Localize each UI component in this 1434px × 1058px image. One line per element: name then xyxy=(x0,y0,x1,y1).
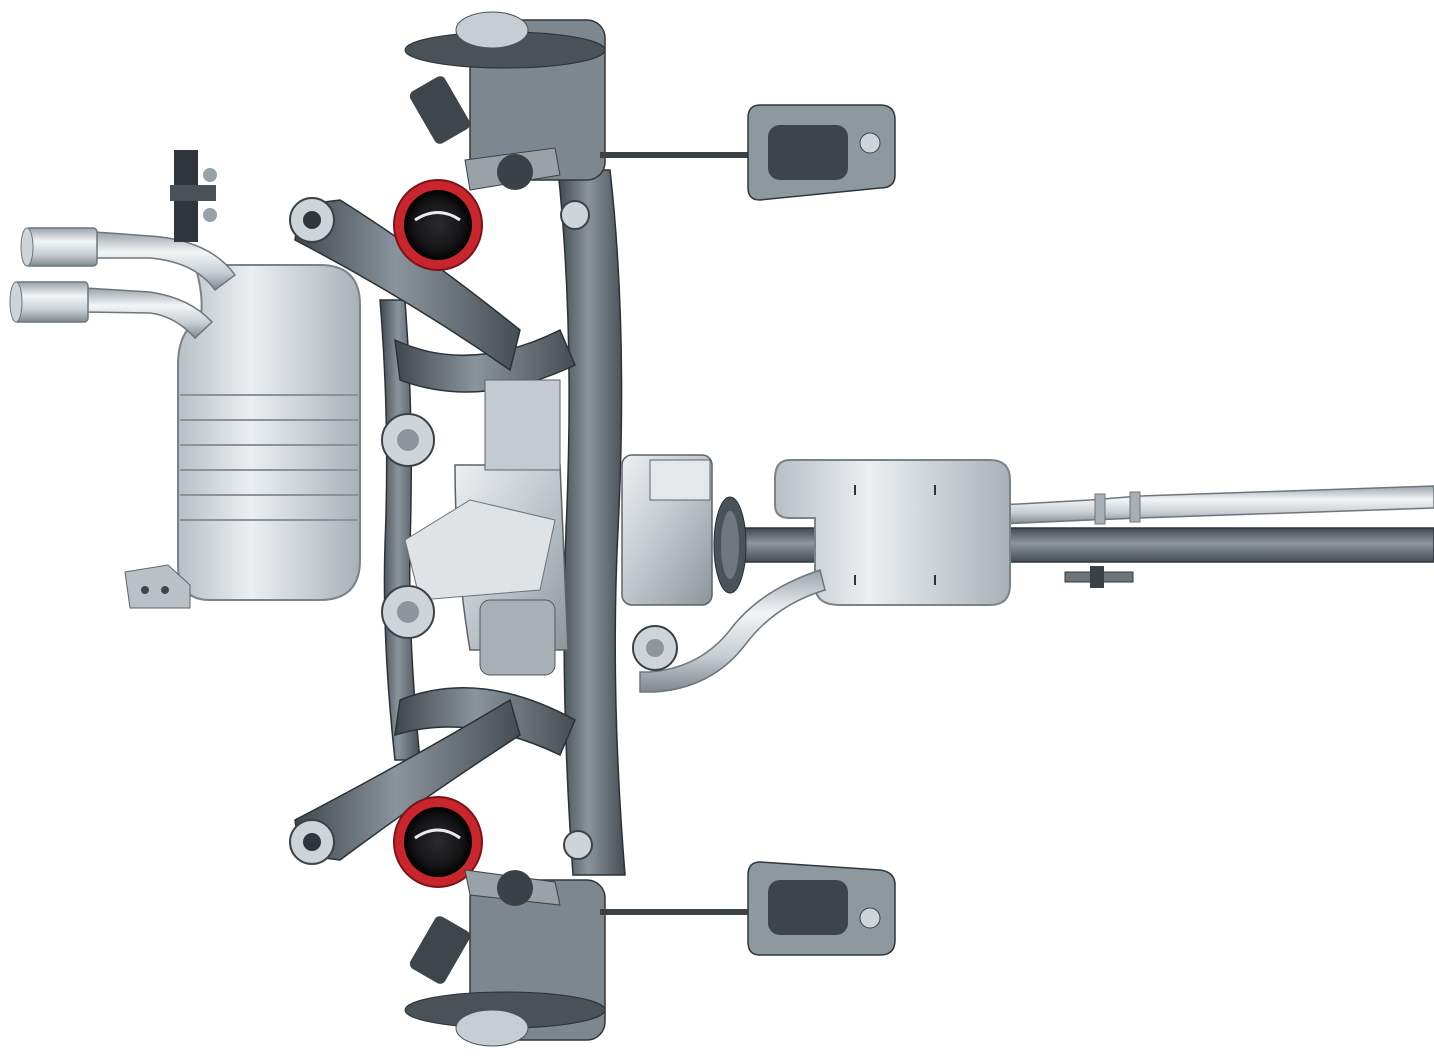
wheel-hub-bottom xyxy=(404,830,606,1047)
exhaust-bend-pipe xyxy=(639,569,826,693)
spring-mount-top xyxy=(600,104,896,201)
tail-pipe-upper xyxy=(20,227,237,292)
bushing-upper xyxy=(393,179,483,271)
center-muffler xyxy=(774,459,1011,606)
exhaust-hanger-bracket xyxy=(1064,566,1134,588)
exhaust-pipe-long xyxy=(999,485,1434,525)
differential xyxy=(404,379,713,676)
muffler-hanger-bottom xyxy=(124,564,191,609)
spring-mount-bottom xyxy=(600,861,896,956)
subframe-mount-lower xyxy=(381,585,435,639)
tail-pipe-lower xyxy=(9,281,214,340)
bushing-lower xyxy=(393,796,483,888)
muffler-hanger-top xyxy=(170,150,217,242)
subframe-mount-upper xyxy=(381,413,435,467)
control-arm-lower xyxy=(289,698,521,865)
rear-muffler xyxy=(177,264,361,601)
wheel-hub-top xyxy=(404,11,606,230)
control-arm-upper xyxy=(289,197,521,372)
subframe-mount-right xyxy=(632,625,678,671)
